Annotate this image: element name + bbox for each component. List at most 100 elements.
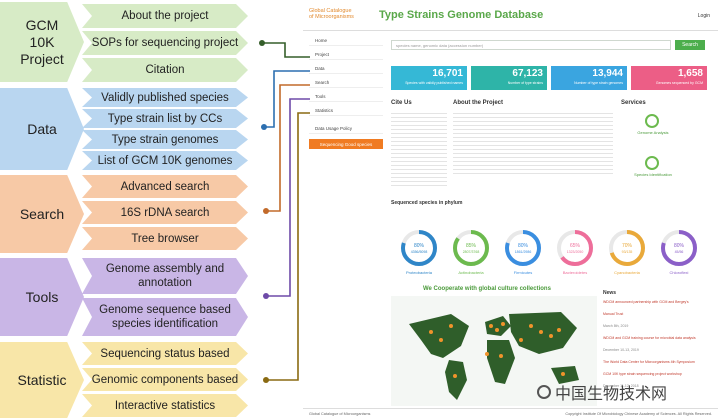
world-map	[391, 296, 597, 406]
phylum-ring[interactable]: 70%93/135	[607, 228, 647, 268]
collection-marker[interactable]	[561, 372, 565, 376]
search-input[interactable]: species name, genomic data (accession nu…	[391, 40, 671, 50]
item-about-project[interactable]: About the project	[82, 4, 248, 28]
phylum-ring[interactable]: 80%1861/2986	[503, 228, 543, 268]
item-gcm-genomes-list[interactable]: List of GCM 10K genomes	[82, 151, 248, 170]
continent-africa	[487, 340, 515, 384]
item-sops-sequencing[interactable]: SOPs for sequencing project	[82, 31, 248, 55]
item-advanced-search[interactable]: Advanced search	[82, 175, 248, 198]
collection-marker[interactable]	[485, 352, 489, 356]
news-item[interactable]: December 11-12, 2018	[603, 384, 639, 388]
nav-search[interactable]: Search	[309, 77, 383, 88]
about-title: About the Project	[453, 100, 504, 106]
phylum-ring[interactable]: 85%2807/3768	[451, 228, 491, 268]
service-species-id-icon[interactable]	[645, 156, 659, 170]
item-16s-search[interactable]: 16S rDNA search	[82, 201, 248, 224]
logo-line-1: Global Catalogue	[309, 8, 352, 14]
collection-marker[interactable]	[495, 328, 499, 332]
nav-data[interactable]: Data	[309, 63, 383, 74]
news-item[interactable]: GCM 10K type strain sequencing project w…	[603, 372, 682, 376]
service-genome-analysis-icon[interactable]	[645, 114, 659, 128]
phylum-name: Cyanobacteria	[614, 270, 640, 275]
nav-data-label: Data	[315, 65, 325, 71]
cite-title: Cite Us	[391, 100, 412, 106]
services-title: Services	[621, 100, 646, 106]
item-interactive-stats[interactable]: Interactive statistics	[82, 394, 248, 417]
news-item[interactable]: Manual Trust	[603, 312, 624, 316]
phylum-title: Sequenced species in phylum	[391, 200, 463, 206]
phylum-pct: 80%	[518, 243, 529, 249]
phylum-ring[interactable]: 65%1323/2050	[555, 228, 595, 268]
phylum-count: 4356/5098	[411, 250, 428, 254]
collection-marker[interactable]	[453, 374, 457, 378]
collection-marker[interactable]	[519, 338, 523, 342]
news-item[interactable]: March 8th, 2019	[603, 324, 629, 328]
item-genome-assembly[interactable]: Genome assembly and annotation	[82, 258, 248, 294]
nav-data-usage[interactable]: Data Usage Policy	[309, 123, 383, 134]
phylum-ring-arc	[661, 230, 697, 266]
phylum-ring[interactable]: 80%4356/5098	[399, 228, 439, 268]
service-genome-analysis-label[interactable]: Genome Analysis	[637, 130, 669, 135]
nav-search-label: Search	[315, 79, 330, 85]
phylum-name: Proteobacteria	[405, 270, 432, 275]
nav-project[interactable]: Project	[309, 49, 383, 60]
item-species-identification[interactable]: Genome sequence based species identifica…	[82, 298, 248, 336]
item-sequencing-status[interactable]: Sequencing status based	[82, 342, 248, 365]
nav-sequencing-good[interactable]: Sequencing Good species	[309, 139, 383, 149]
phylum-ring-arc	[557, 230, 593, 266]
collection-marker[interactable]	[501, 322, 505, 326]
news-item[interactable]: December 10-13, 2019	[603, 348, 639, 352]
item-type-strain-genomes[interactable]: Type strain genomes	[82, 130, 248, 149]
news-title: News	[603, 290, 617, 296]
item-genomic-components[interactable]: Genomic components based	[82, 368, 248, 391]
phylum-name: Chloroflexi	[669, 270, 689, 275]
nav-home-label: Home	[315, 37, 328, 43]
item-citation[interactable]: Citation	[82, 58, 248, 82]
nav-tools[interactable]: Tools	[309, 91, 383, 102]
statistic-category: Statistic	[0, 342, 84, 418]
item-validly-published[interactable]: Validly published species	[82, 88, 248, 107]
nav-home[interactable]: Home	[309, 35, 383, 46]
collection-marker[interactable]	[439, 338, 443, 342]
phylum-pct: 70%	[622, 243, 633, 249]
item-type-strain-list[interactable]: Type strain list by CCs	[82, 109, 248, 128]
service-species-id-label[interactable]: Species Identification	[634, 172, 672, 177]
collection-marker[interactable]	[499, 354, 503, 358]
tools-category-label: Tools	[25, 289, 59, 305]
nav-statistics-label: Statistics	[315, 107, 334, 113]
news-item[interactable]: WDCM and GCM training course for microbi…	[603, 336, 696, 340]
news-item[interactable]: The World Data Center for Microorganisms…	[603, 360, 695, 364]
login-link[interactable]: Login	[697, 13, 710, 19]
news-item[interactable]: WDCM announced partnership with GCM and …	[603, 300, 689, 304]
nav-sequencing-good-label: Sequencing Good species	[319, 141, 373, 147]
data-category-label: Data	[27, 121, 57, 137]
item-genome-assembly-label: Genome assembly and annotation	[105, 263, 225, 289]
phylum-pct: 85%	[466, 243, 477, 249]
nav-statistics[interactable]: Statistics	[309, 105, 383, 116]
phylum-name: Bacteroidetes	[562, 270, 588, 275]
collection-marker[interactable]	[529, 324, 533, 328]
search-button-label: Search	[682, 42, 698, 48]
phylum-name: Firmicutes	[513, 270, 533, 275]
stat-value: 67,123	[512, 68, 543, 79]
collection-marker[interactable]	[429, 330, 433, 334]
data-category: Data	[0, 88, 84, 170]
about-text-block	[453, 110, 613, 176]
cite-text-block	[391, 110, 447, 188]
phylum-ring[interactable]: 80%45/56	[659, 228, 699, 268]
item-tree-browser[interactable]: Tree browser	[82, 227, 248, 250]
collection-marker[interactable]	[557, 328, 561, 332]
nav-data-usage-label: Data Usage Policy	[315, 125, 353, 131]
collection-marker[interactable]	[449, 324, 453, 328]
continent-north-america	[409, 314, 469, 358]
phylum-count: 1861/2986	[515, 250, 532, 254]
collection-marker[interactable]	[549, 334, 553, 338]
collection-marker[interactable]	[489, 324, 493, 328]
tools-category: Tools	[0, 258, 84, 336]
search-category: Search	[0, 175, 84, 253]
search-button[interactable]: Search	[675, 40, 705, 50]
collection-marker[interactable]	[539, 330, 543, 334]
site-title: Type Strains Genome Database	[379, 9, 544, 21]
